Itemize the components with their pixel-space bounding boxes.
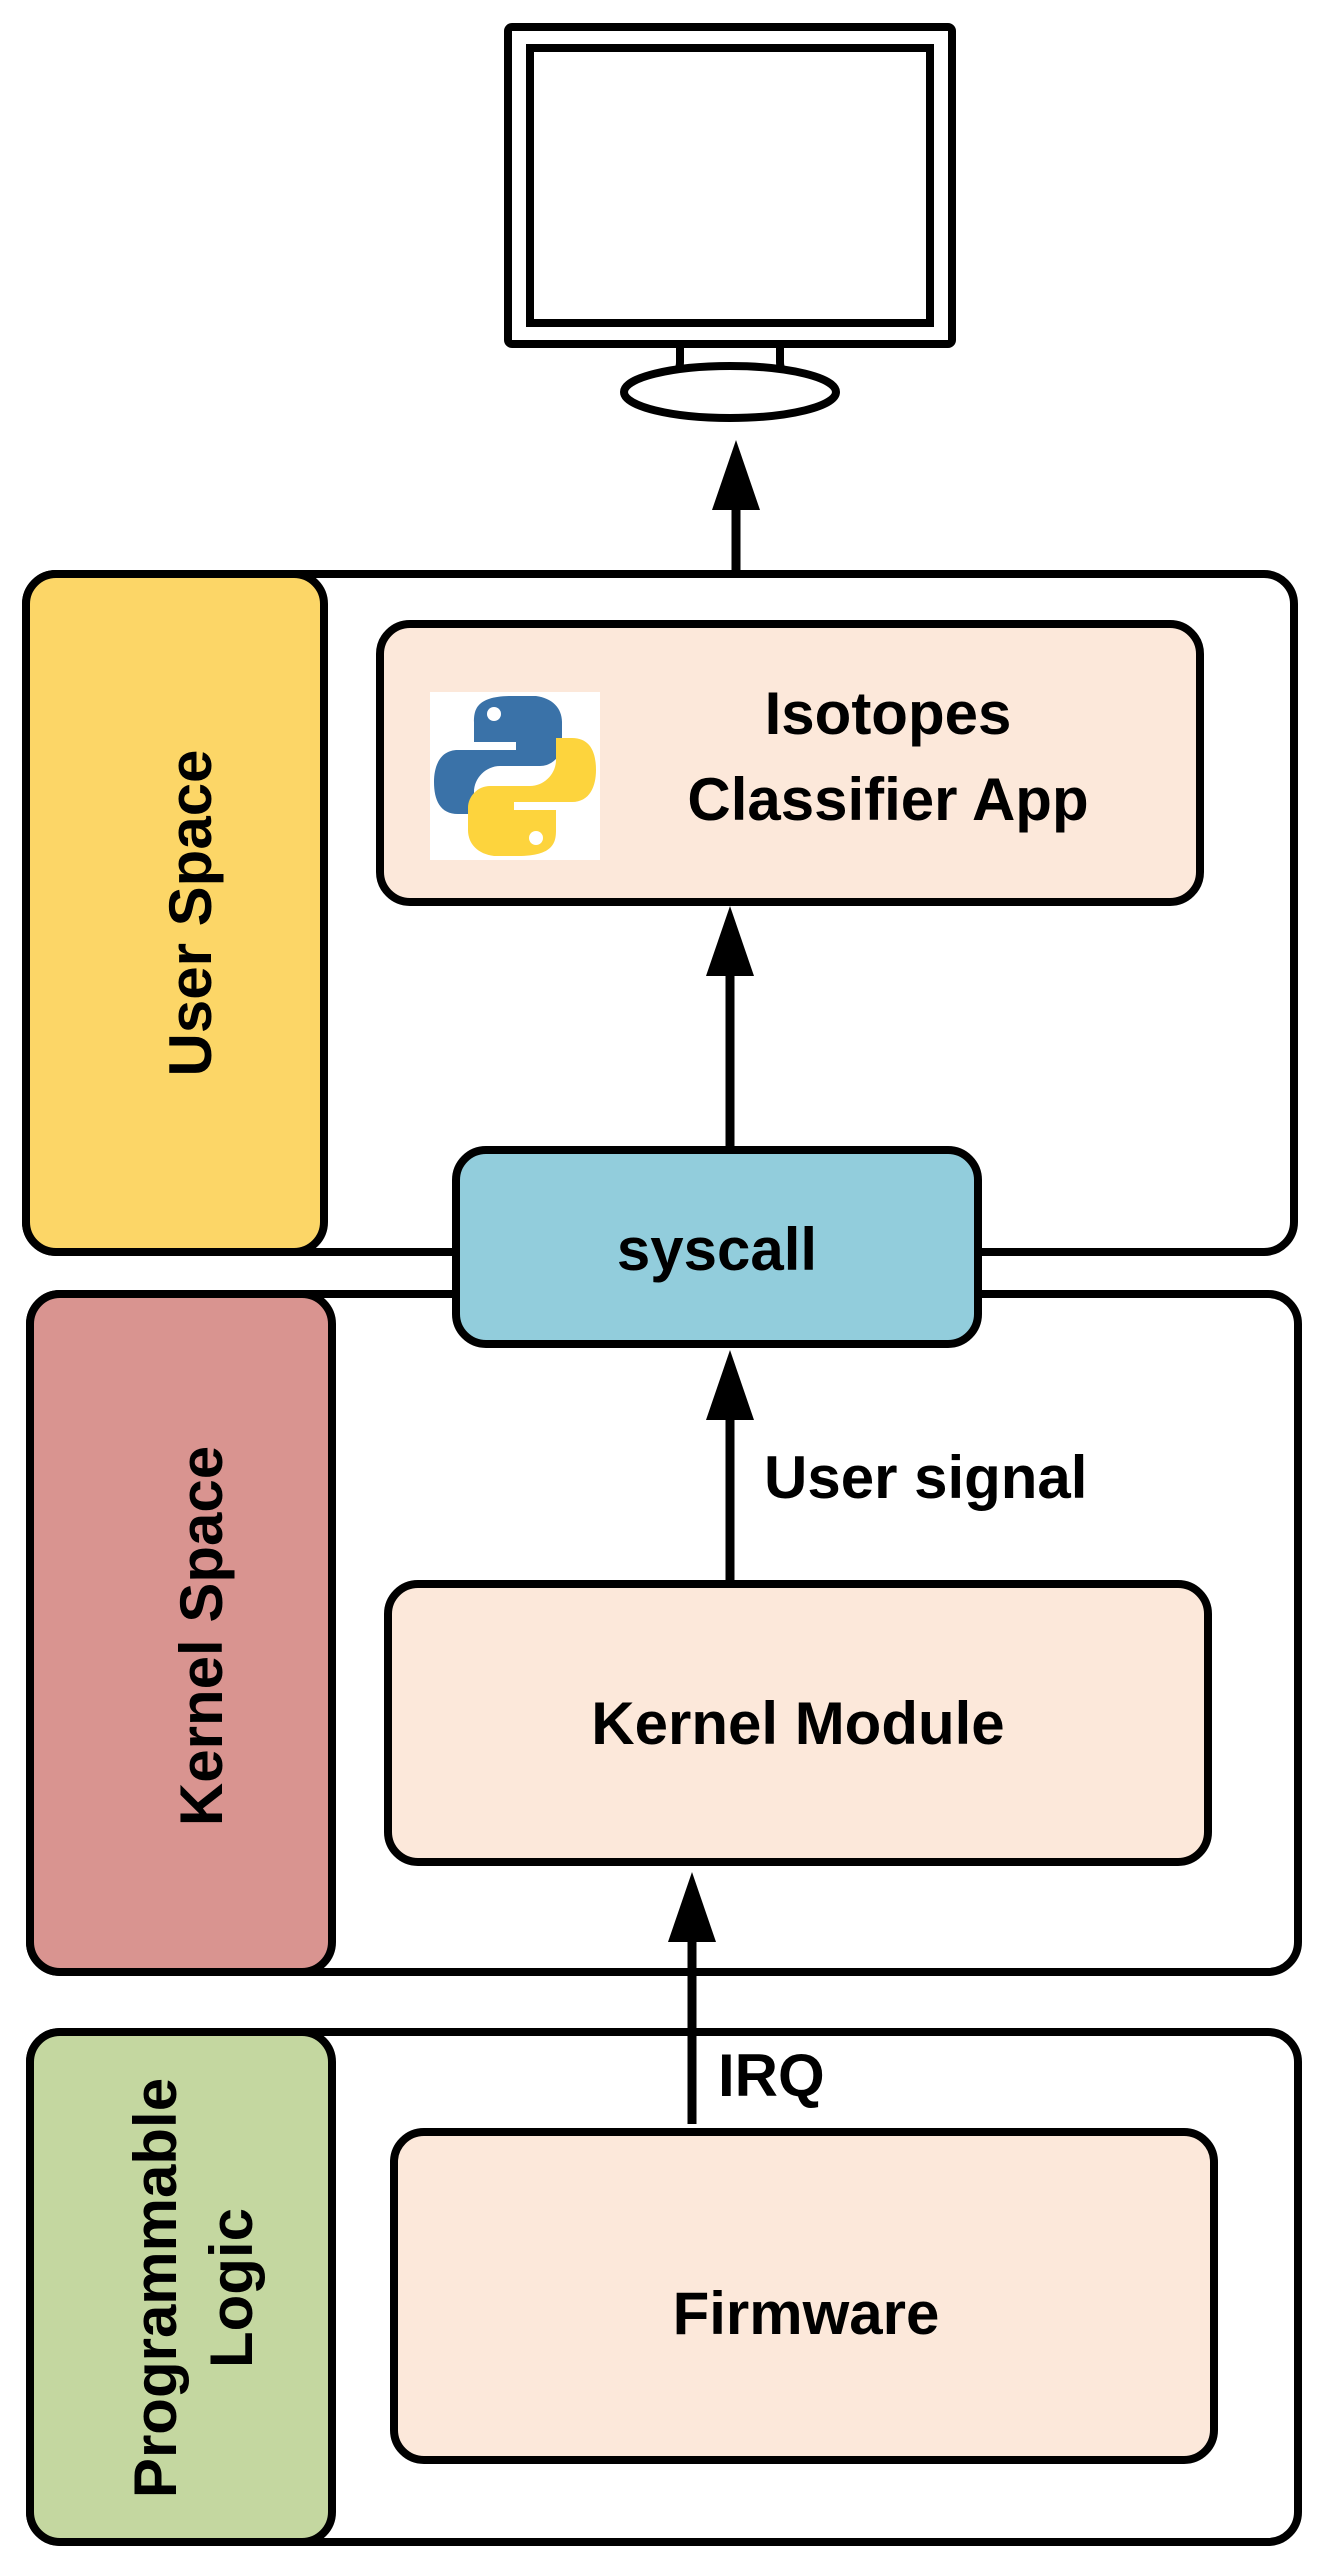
programmable-logic-label-box [26, 2028, 336, 2546]
app-title-line1: Isotopes [765, 680, 1012, 747]
programmable-logic-label-line1: Programmable [122, 2078, 189, 2498]
programmable-logic-label-line2: Logic [198, 2208, 265, 2368]
kernel-space-label-box [26, 1290, 336, 1976]
irq-label: IRQ [718, 2042, 825, 2109]
kernel-space-label: Kernel Space [168, 1446, 235, 1826]
user-signal-label: User signal [764, 1444, 1087, 1511]
syscall-label: syscall [617, 1216, 817, 1283]
kernel-module-label: Kernel Module [591, 1690, 1004, 1757]
firmware-box: Firmware [390, 2128, 1218, 2464]
user-space-label-box [22, 570, 328, 1256]
arrow-firmware-to-kernel [668, 1872, 716, 2124]
firmware-label: Firmware [673, 2280, 940, 2347]
python-logo-icon [430, 692, 600, 860]
syscall-box: syscall [452, 1146, 982, 1348]
kernel-module-box: Kernel Module [384, 1580, 1212, 1866]
monitor-icon [504, 23, 956, 422]
arrow-kernel-to-syscall [706, 1350, 754, 1582]
app-title-line2: Classifier App [687, 766, 1088, 833]
user-space-label: User Space [157, 750, 224, 1077]
arrow-syscall-to-app [706, 906, 754, 1146]
app-box: Isotopes Classifier App [376, 620, 1204, 906]
